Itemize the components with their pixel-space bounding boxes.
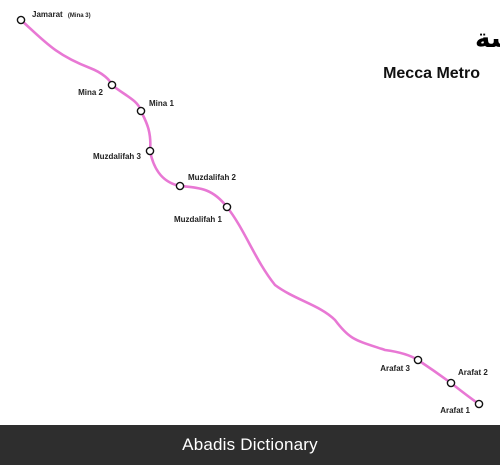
station-arafat-1[interactable]: Arafat 1 xyxy=(440,399,484,415)
metro-map: قطار المشاعر المقدسة Mecca Metro Jamarat… xyxy=(16,10,500,415)
station-marker xyxy=(136,106,146,116)
station-marker xyxy=(474,399,484,409)
station-label-arafat-2: Arafat 2 xyxy=(458,368,488,377)
station-label-muzdalifah-1: Muzdalifah 1 xyxy=(174,215,223,224)
station-note-jamarat: (Mina 3) xyxy=(68,13,91,19)
station-marker xyxy=(145,146,155,156)
station-marker xyxy=(175,181,185,191)
map-title-english: Mecca Metro xyxy=(383,65,480,82)
station-label-mina-1: Mina 1 xyxy=(149,99,174,108)
station-muzdalifah-2[interactable]: Muzdalifah 2 xyxy=(175,173,237,191)
station-marker xyxy=(16,15,26,25)
station-marker xyxy=(222,202,232,212)
svg-text:Jamarat (Mina 3): Jamarat (Mina 3) xyxy=(32,10,91,19)
station-mina-2[interactable]: Mina 2 xyxy=(78,80,117,97)
station-marker xyxy=(446,378,456,388)
station-label-arafat-3: Arafat 3 xyxy=(380,364,410,373)
station-muzdalifah-3[interactable]: Muzdalifah 3 xyxy=(93,146,155,161)
station-label-arafat-1: Arafat 1 xyxy=(440,406,470,415)
station-label-muzdalifah-2: Muzdalifah 2 xyxy=(188,173,237,182)
footer-text: Abadis Dictionary xyxy=(182,435,318,454)
station-label-mina-2: Mina 2 xyxy=(78,88,103,97)
map-title-arabic: قطار المشاعر المقدسة xyxy=(475,24,500,54)
station-marker xyxy=(107,80,117,90)
station-arafat-2[interactable]: Arafat 2 xyxy=(446,368,488,388)
station-marker xyxy=(413,355,423,365)
footer-banner: Abadis Dictionary xyxy=(0,425,500,465)
station-jamarat[interactable]: Jamarat (Mina 3) xyxy=(16,10,91,25)
station-mina-1[interactable]: Mina 1 xyxy=(136,99,174,116)
station-label-jamarat: Jamarat xyxy=(32,10,63,19)
station-arafat-3[interactable]: Arafat 3 xyxy=(380,355,423,373)
station-muzdalifah-1[interactable]: Muzdalifah 1 xyxy=(174,202,232,224)
station-label-muzdalifah-3: Muzdalifah 3 xyxy=(93,152,142,161)
